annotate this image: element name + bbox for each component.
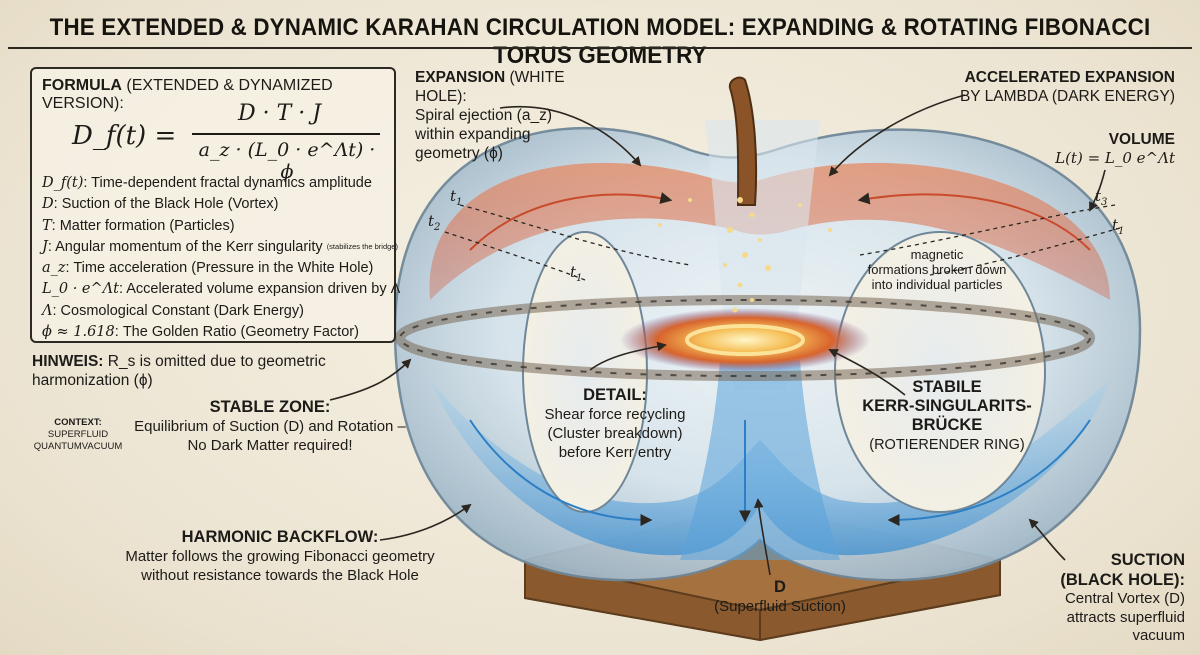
magnetic-label: magnetic formations broken down into ind… [867,247,1007,292]
flow-arrows [469,192,1091,526]
formula-numerator: D · T · J [237,101,322,126]
definition-item: D_f(t): Time-dependent fractal dynamics … [42,175,372,191]
time-label-t1-mid: t1 [570,263,583,284]
expansion-label: EXPANSION (WHITE HOLE): Spiral ejection … [415,69,565,162]
time-curves [444,204,1121,281]
definition-item: ϕ ≈ 1.618: The Golden Ratio (Geometry Fa… [42,324,359,341]
hinweis-note: HINWEIS: R_s is omitted due to geometric… [32,353,326,389]
title-divider [8,47,1192,49]
formula-definitions: D_f(t): Time-dependent fractal dynamics … [42,173,401,343]
time-label-t2: t2 [428,212,441,233]
fraction-bar [192,133,380,135]
page-title: THE EXTENDED & DYNAMIC KARAHAN CIRCULATI… [49,14,1151,69]
suction-label: SUCTION (BLACK HOLE): Central Vortex (D)… [1060,551,1185,644]
definition-item: D: Suction of the Black Hole (Vortex) [42,196,279,213]
context-label: CONTEXT: SUPERFLUID QUANTUMVACUUM [33,417,123,452]
rotating-ring [395,295,1095,381]
detail-label: DETAIL: Shear force recycling (Cluster b… [544,386,686,461]
stem-icon [728,76,758,206]
time-label-t3: t3 [1095,187,1108,208]
time-label-t1-left: t1 [450,187,463,208]
formula-heading: FORMULA (EXTENDED & DYNAMIZED VERSION): [42,77,333,112]
d-suction-label: D (Superfluid Suction) [714,578,846,615]
leader-lines [329,94,1106,576]
kerr-bridge-label: STABILE KERR-SINGULARITS- BRÜCKE (ROTIER… [862,378,1032,453]
particle-spray [658,197,832,313]
stabilizes-note: (stabilizes the bridge) [326,242,398,252]
volume-label: VOLUME L(t) = L_0 e^Λt [1055,131,1175,167]
main-formula: D_f(t) = D · T · J a_z · (L_0 · e^Λt) · … [72,99,392,183]
definition-item: J: Angular momentum of the Kerr singular… [42,238,398,255]
formula-lhs: D_f(t) = [72,121,177,151]
definition-item: T: Matter formation (Particles) [42,217,235,234]
definition-item: Λ: Cosmological Constant (Dark Energy) [42,302,304,319]
harmonic-backflow-label: HARMONIC BACKFLOW: Matter follows the gr… [125,528,435,584]
accelerated-expansion-label: ACCELERATED EXPANSION BY LAMBDA (DARK EN… [959,69,1175,105]
stable-zone-label: STABLE ZONE: Equilibrium of Suction (D) … [134,398,406,454]
definition-item: a_z: Time acceleration (Pressure in the … [42,260,374,277]
time-label-t1-right: t1 [1112,216,1125,237]
formula-denominator: a_z · (L_0 · e^Λt) · ϕ [198,139,376,183]
formula-box: FORMULA (EXTENDED & DYNAMIZED VERSION): … [30,67,401,343]
definition-item: L_0 · e^Λt: Accelerated volume expansion… [42,281,401,298]
